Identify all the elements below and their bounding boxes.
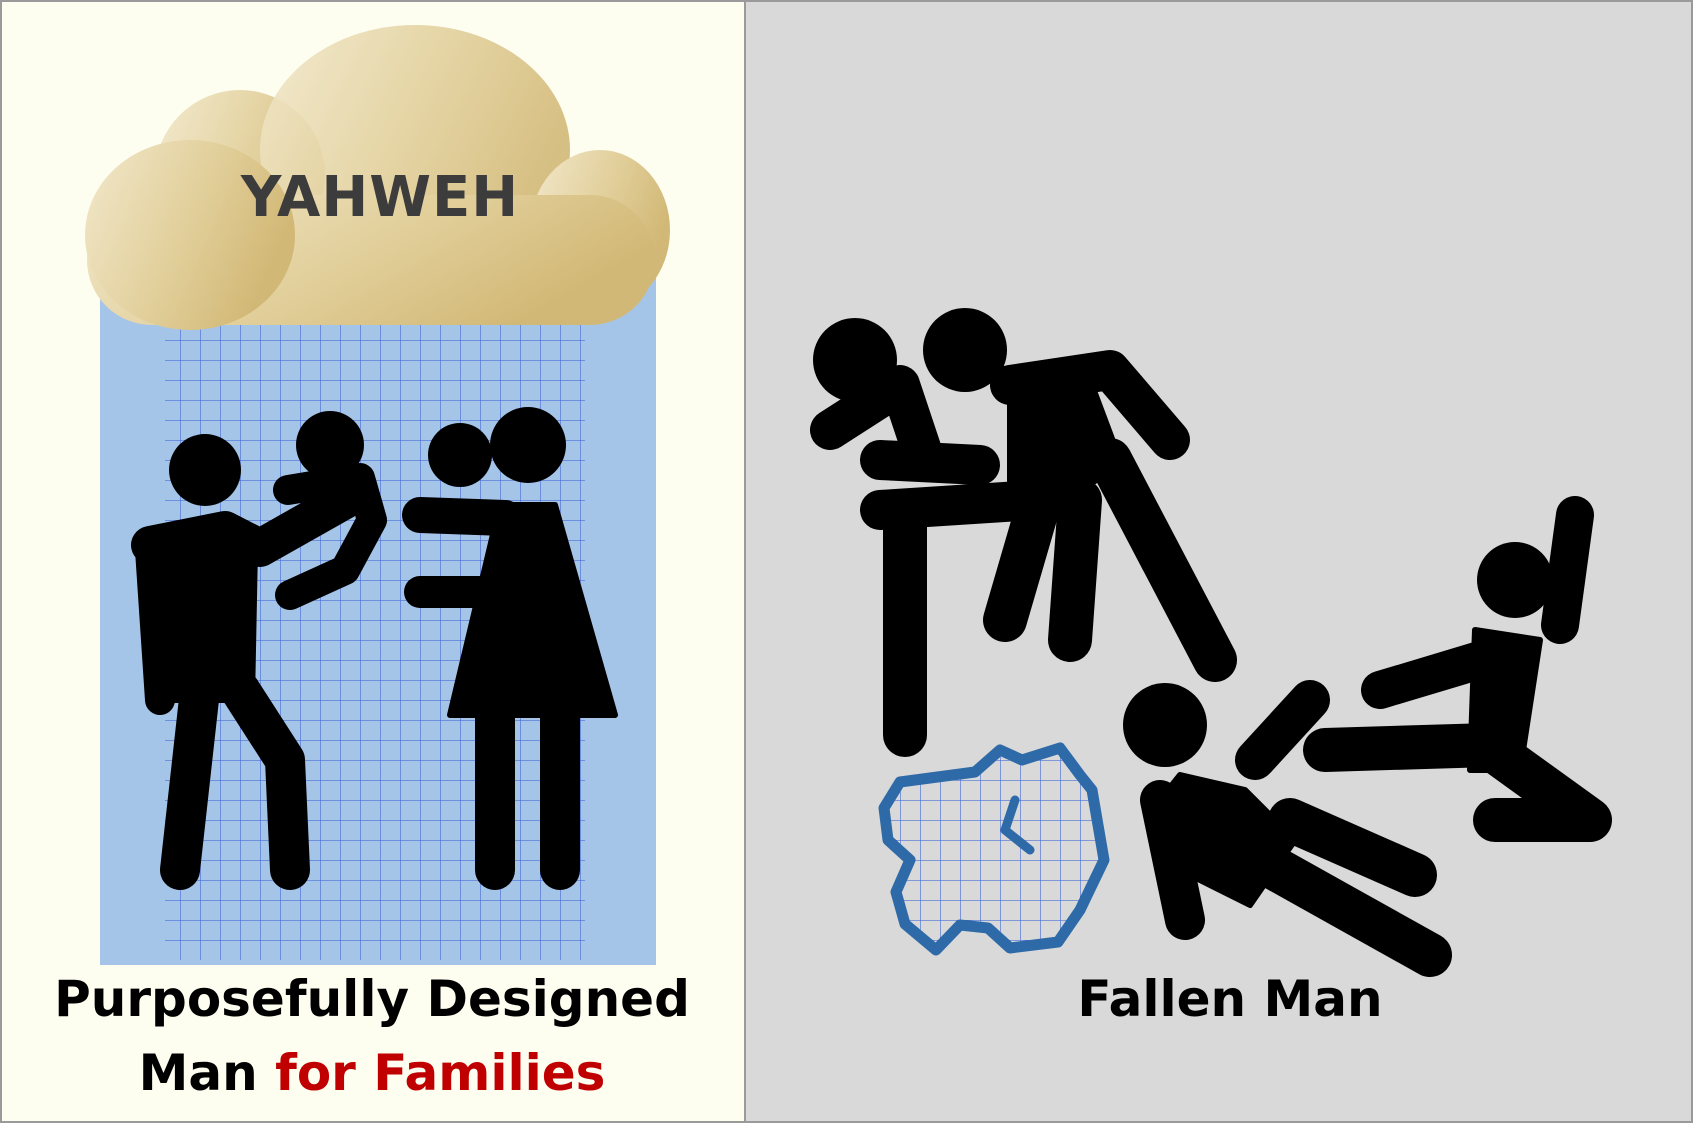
left-panel-caption: Purposefully Designed Man for Families	[38, 962, 706, 1110]
cloud-title: YAHWEH	[180, 165, 580, 230]
right-panel-caption: Fallen Man	[1020, 970, 1440, 1028]
left-caption-line-1: Purposefully Designed	[38, 962, 706, 1036]
left-caption-accent: for Families	[275, 1044, 605, 1102]
left-caption-man: Man	[139, 1044, 276, 1102]
left-caption-line-2: Man for Families	[38, 1036, 706, 1110]
